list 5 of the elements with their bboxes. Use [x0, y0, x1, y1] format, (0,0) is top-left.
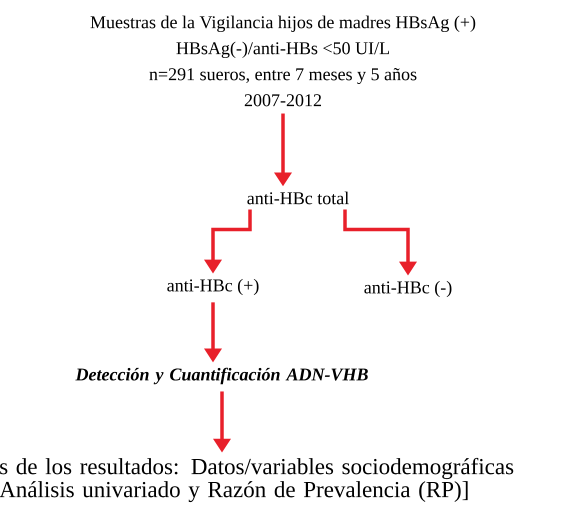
result-text: anti-HBc (-)	[364, 280, 452, 298]
study-text: Muestras de la Vigilancia hijos de madres HBsAg (+) HBsAg(-)/anti-HBs <50 UI/L n=291 sueros, entre 7 meses y 5 años 2007-2012	[90, 16, 476, 106]
method-text: Detección y Cuantificación ADN-VHB	[75, 368, 368, 384]
test-text: anti-HBc total	[247, 192, 349, 204]
result-text: anti-HBc (+)	[167, 278, 259, 296]
